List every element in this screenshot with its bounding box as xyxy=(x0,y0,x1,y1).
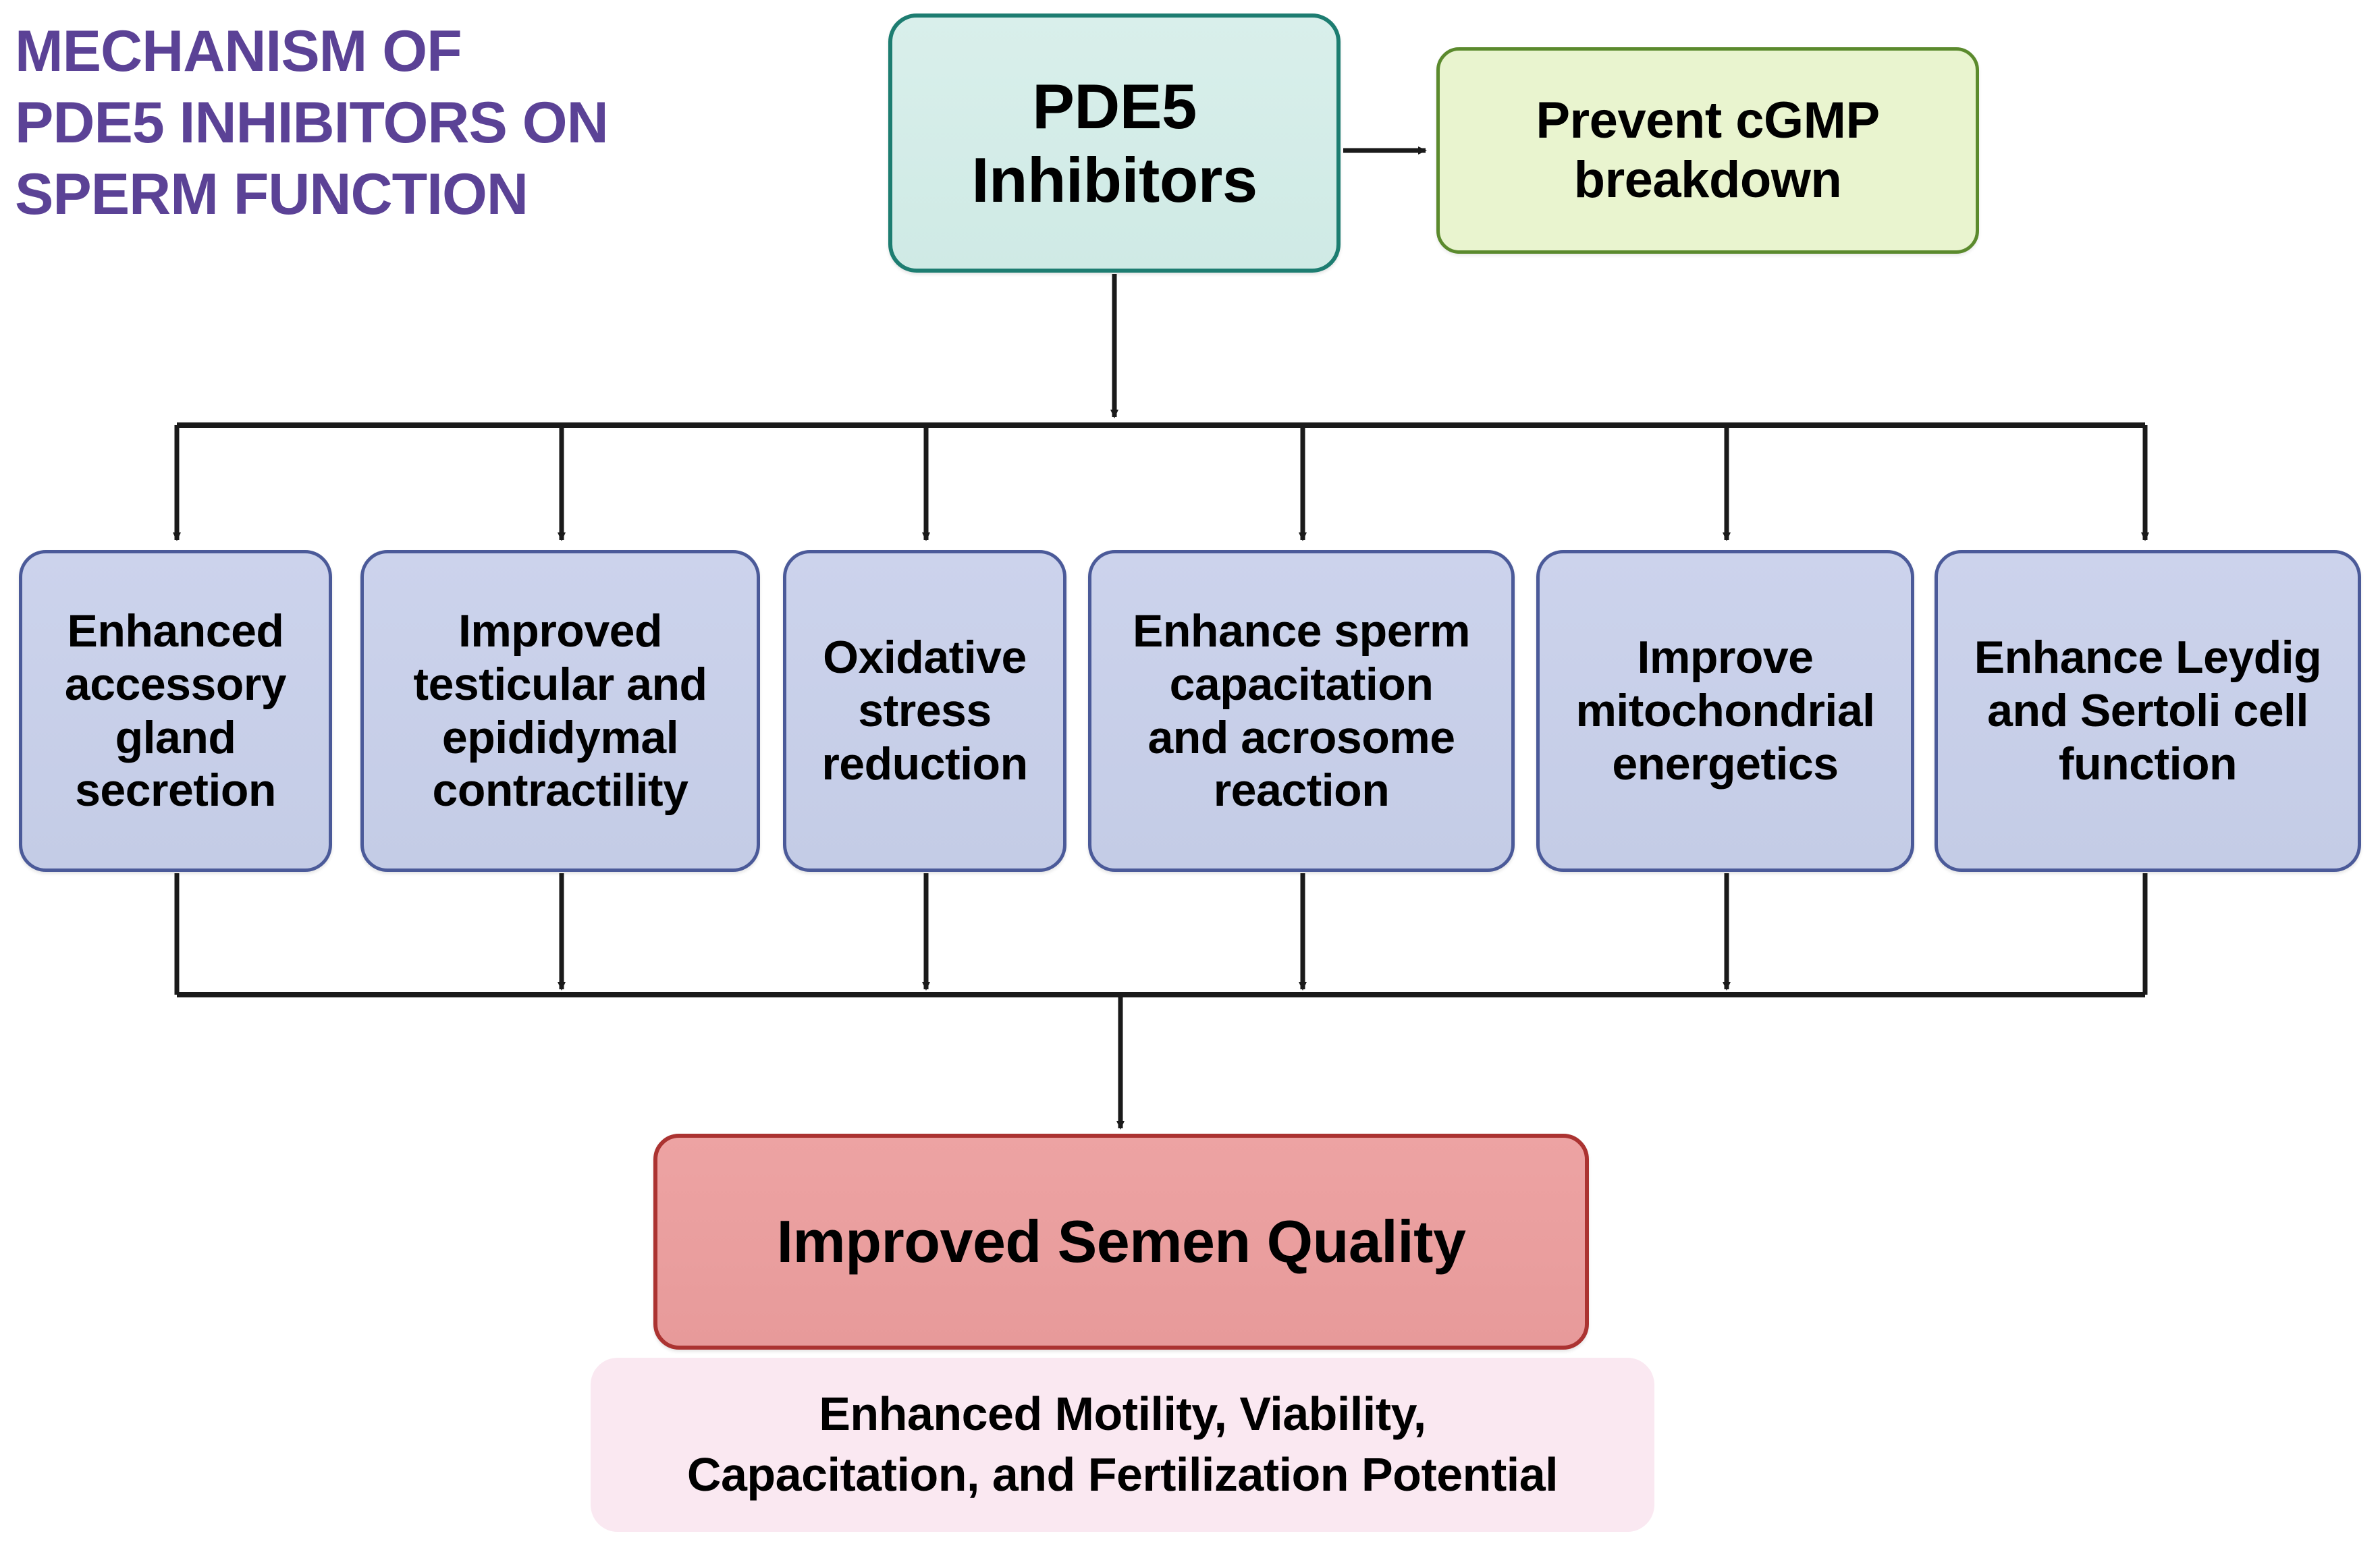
node-oxidative-stress-reduction[interactable]: Oxidative stress reduction xyxy=(783,550,1066,872)
node-pde5-inhibitors[interactable]: PDE5 Inhibitors xyxy=(888,13,1341,273)
node-enhanced-accessory-gland-secretion[interactable]: Enhanced accessory gland secretion xyxy=(19,550,332,872)
node-improved-testicular-epididymal-contractility[interactable]: Improved testicular and epididymal contr… xyxy=(360,550,760,872)
node-enhance-sperm-capacitation-acrosome-reaction[interactable]: Enhance sperm capacitation and acrosome … xyxy=(1088,550,1515,872)
node-outcome-detail: Enhanced Motility, Viability, Capacitati… xyxy=(591,1358,1654,1532)
node-improve-mitochondrial-energetics[interactable]: Improve mitochondrial energetics xyxy=(1536,550,1914,872)
node-enhance-leydig-sertoli-cell-function[interactable]: Enhance Leydig and Sertoli cell function xyxy=(1935,550,2361,872)
mechanism-fanout xyxy=(173,425,2149,541)
node-prevent-cgmp-breakdown[interactable]: Prevent cGMP breakdown xyxy=(1436,47,1979,254)
outcome-collect xyxy=(174,873,2148,997)
page-title: MECHANISM OF PDE5 INHIBITORS ON SPERM FU… xyxy=(15,19,609,227)
node-improved-semen-quality[interactable]: Improved Semen Quality xyxy=(653,1134,1589,1350)
